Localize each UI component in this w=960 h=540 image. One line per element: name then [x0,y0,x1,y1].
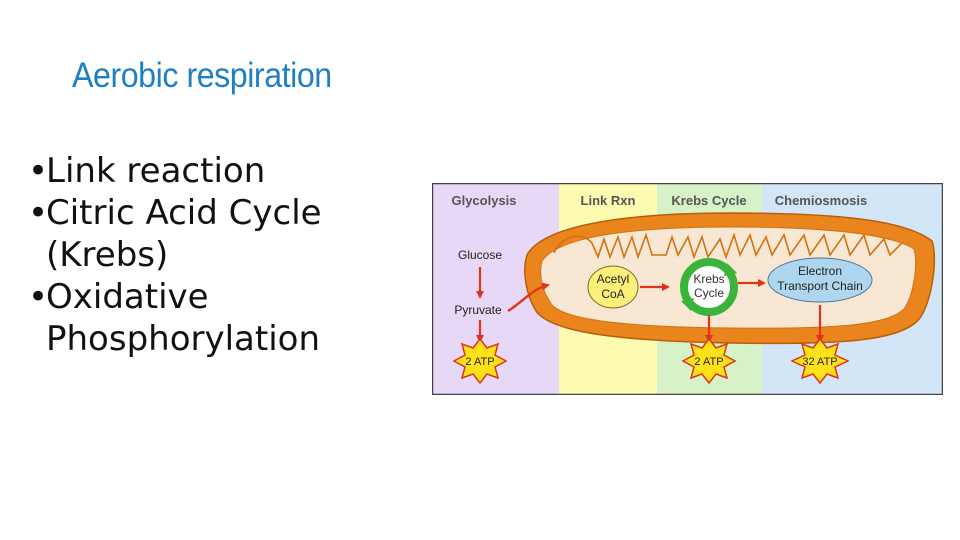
respiration-diagram: Glycolysis Link Rxn Krebs Cycle Chemiosm… [432,183,943,395]
atp-starburst-chemiosmosis: 32 ATP [790,337,850,385]
krebs-cycle-ring [680,258,738,316]
bullet-text: Link reaction [46,151,266,191]
stage-label-krebs: Krebs Cycle [671,193,746,208]
glucose-label: Glucose [458,248,502,262]
atp-label: 2 ATP [694,356,723,368]
atp-label: 2 ATP [465,356,494,368]
krebs-cycle-arrowhead [724,263,737,276]
acetyl-coa-label-2: CoA [601,287,624,301]
etc-node [767,257,873,303]
atp-label: 32 ATP [802,356,837,368]
slide-title: Aerobic respiration [72,56,332,95]
acetyl-coa-label: Acetyl [597,272,630,286]
diagram-svg: Glycolysis Link Rxn Krebs Cycle Chemiosm… [432,183,943,395]
krebs-cycle-label: Krebs [693,272,724,286]
acetyl-coa-node [587,265,639,309]
starburst-icon [790,337,850,385]
atp-starburst-krebs: 2 ATP [681,337,737,385]
starburst-icon [452,337,508,385]
bullet-text-continuation: (Krebs) [46,235,169,275]
bullet-dot: • [28,151,49,191]
krebs-cycle-label-2: Cycle [694,286,724,300]
pyruvate-to-link-arrow [507,282,550,313]
etc-label-2: Transport Chain [777,279,863,293]
diagram-border [432,183,943,395]
stage-label-link-rxn: Link Rxn [581,193,636,208]
pyruvate-label: Pyruvate [454,303,502,317]
bullet-text: Oxidative [46,277,209,317]
krebs-cycle-arrowhead-2 [681,298,694,311]
stage-label-chemiosmosis: Chemiosmosis [775,193,867,208]
bullet-list: • Link reaction • Citric Acid Cycle (Kre… [28,150,322,360]
atp-starburst-glycolysis: 2 ATP [452,337,508,385]
bullet-text-continuation: Phosphorylation [46,319,321,359]
bullet-item: • Citric Acid Cycle (Krebs) [28,192,322,276]
bullet-dot: • [28,193,49,233]
bullet-item: • Oxidative Phosphorylation [28,276,322,360]
bullet-text: Citric Acid Cycle [46,193,322,233]
starburst-icon [681,337,737,385]
stage-label-glycolysis: Glycolysis [451,193,516,208]
cristae [553,232,903,260]
bullet-item: • Link reaction [28,150,322,192]
bullet-dot: • [28,277,49,317]
etc-label: Electron [798,264,842,278]
